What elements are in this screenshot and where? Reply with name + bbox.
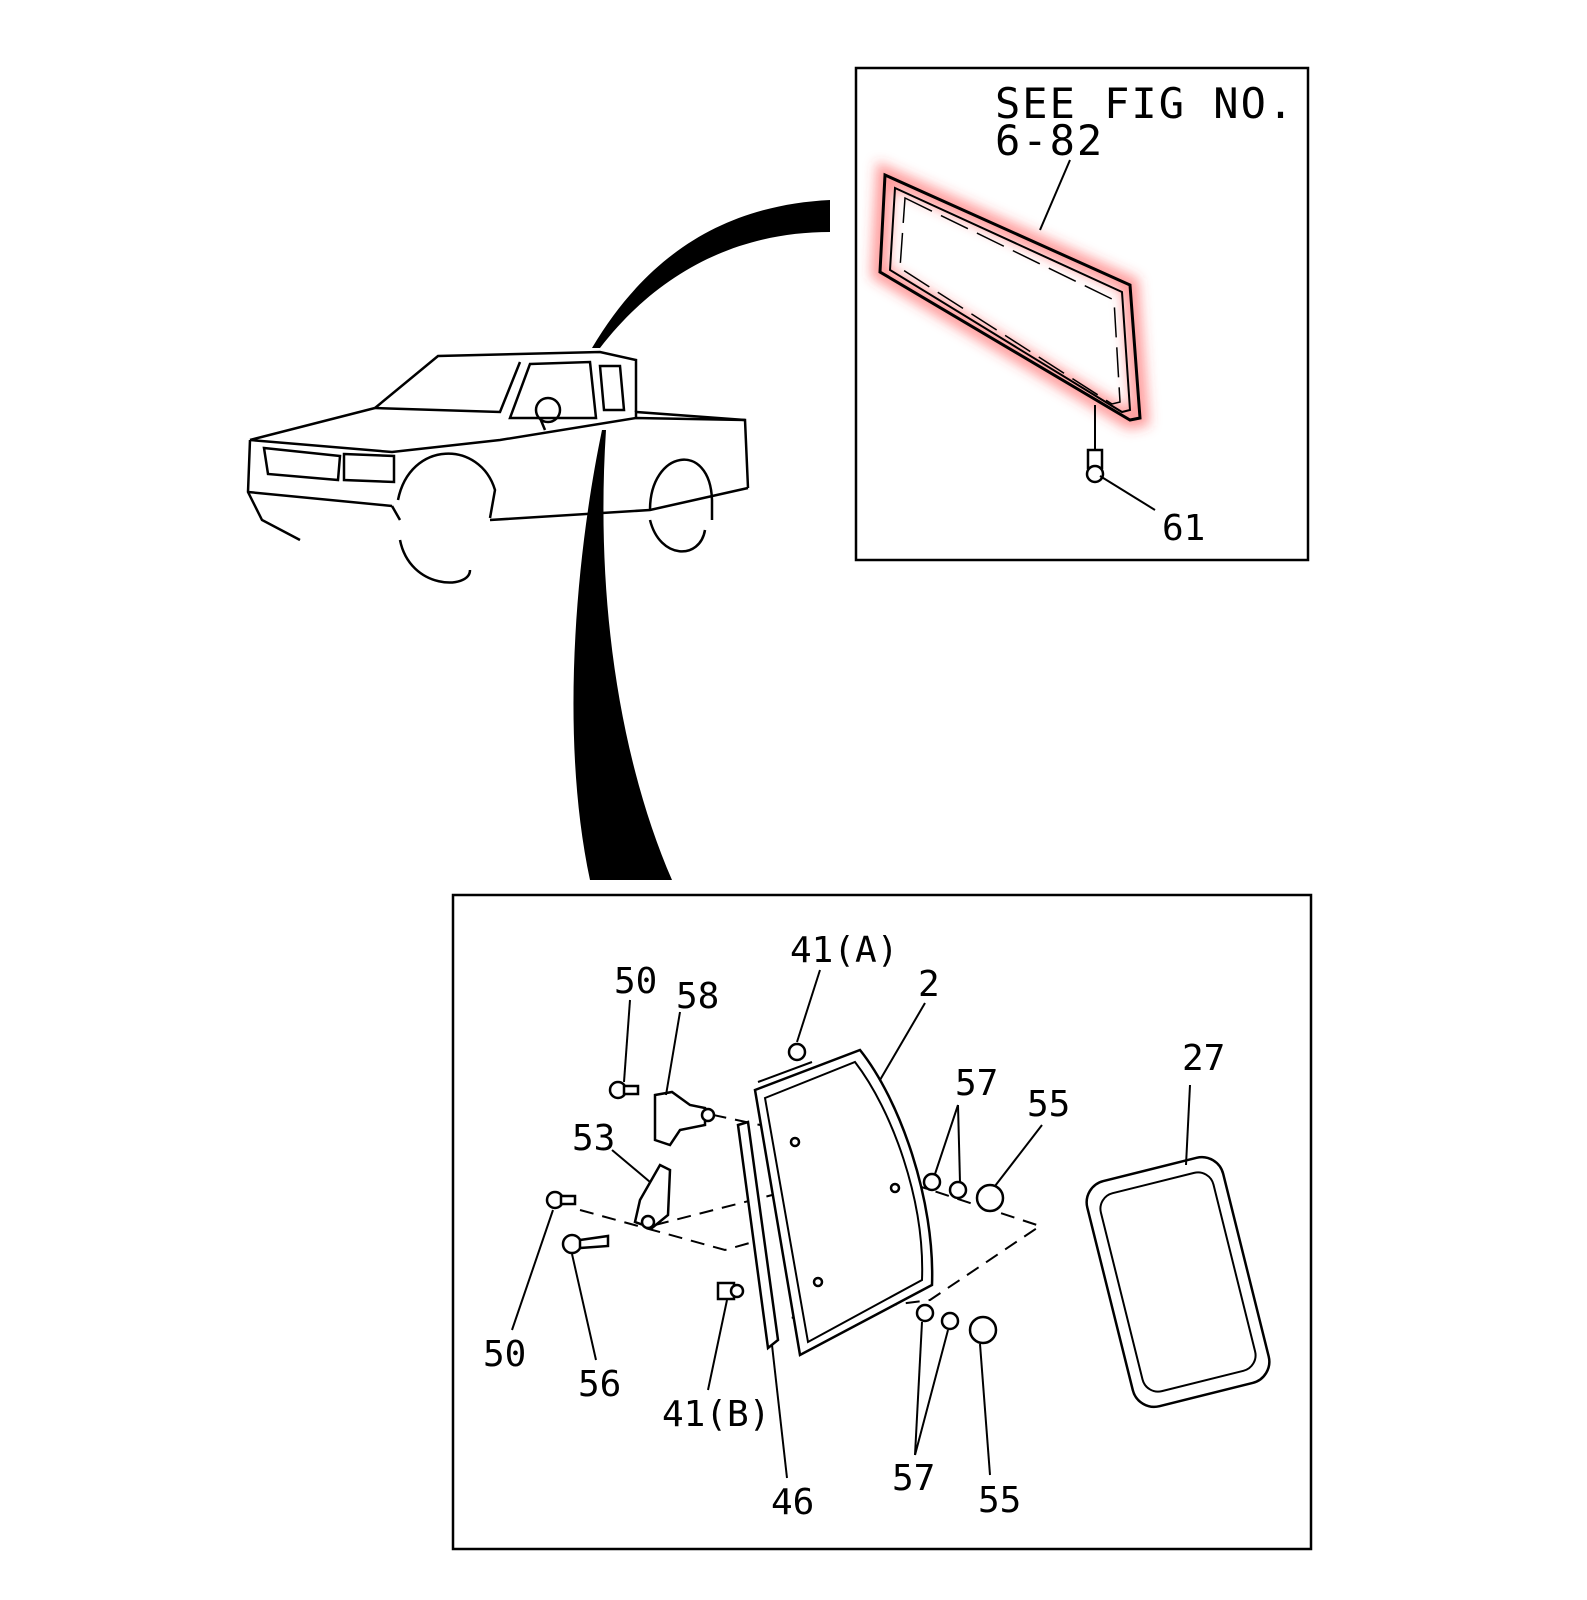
pointer-top — [592, 200, 830, 348]
hinge-58-icon — [653, 1090, 716, 1147]
weatherstrip-46 — [736, 1120, 780, 1351]
bottom-inset: 41(A) 2 50 58 57 55 27 53 50 56 41(B) 46… — [451, 893, 1313, 1551]
gasket-27 — [1085, 1155, 1271, 1409]
bracket-53-icon — [633, 1163, 672, 1230]
bolt-61-icon — [1085, 448, 1105, 484]
callout-55-top: 55 — [1027, 1084, 1070, 1125]
callout-61: 61 — [1162, 508, 1205, 549]
callout-27: 27 — [1182, 1038, 1225, 1079]
reference-line1: SEE FIG NO. — [995, 79, 1295, 128]
callout-2: 2 — [918, 964, 940, 1005]
callout-53: 53 — [572, 1118, 615, 1159]
window-gasket-highlighted — [878, 172, 1142, 422]
nut-50-bottom-icon — [545, 1190, 577, 1210]
callout-57-top: 57 — [955, 1063, 998, 1104]
callout-50-bottom: 50 — [483, 1334, 526, 1375]
reference-line2: 6-82 — [995, 116, 1104, 165]
clip-41a-icon — [787, 1042, 807, 1062]
callout-58: 58 — [676, 976, 719, 1017]
truck-illustration — [246, 350, 750, 584]
highlight-glow — [870, 161, 1150, 430]
callout-46: 46 — [771, 1482, 814, 1523]
callout-50-top: 50 — [614, 961, 657, 1002]
callout-56: 56 — [578, 1364, 621, 1405]
screw-56-icon — [561, 1233, 610, 1255]
cap-55-upper-icon — [975, 1183, 1005, 1213]
glass-panel-2 — [753, 1002, 934, 1357]
callout-55-bottom: 55 — [978, 1480, 1021, 1521]
pointer-bottom — [573, 430, 672, 880]
nut-50-top-icon — [608, 1080, 640, 1100]
clip-41b-icon — [716, 1281, 745, 1301]
callout-41a: 41(A) — [790, 930, 898, 971]
top-inset: SEE FIG NO. 6-82 61 — [854, 66, 1310, 562]
washer-57-upper-icon — [922, 1172, 968, 1200]
cap-55-lower-icon — [968, 1315, 998, 1345]
callout-41b: 41(B) — [662, 1394, 770, 1435]
washer-57-lower-icon — [915, 1303, 960, 1331]
callout-57-bottom: 57 — [892, 1458, 935, 1499]
